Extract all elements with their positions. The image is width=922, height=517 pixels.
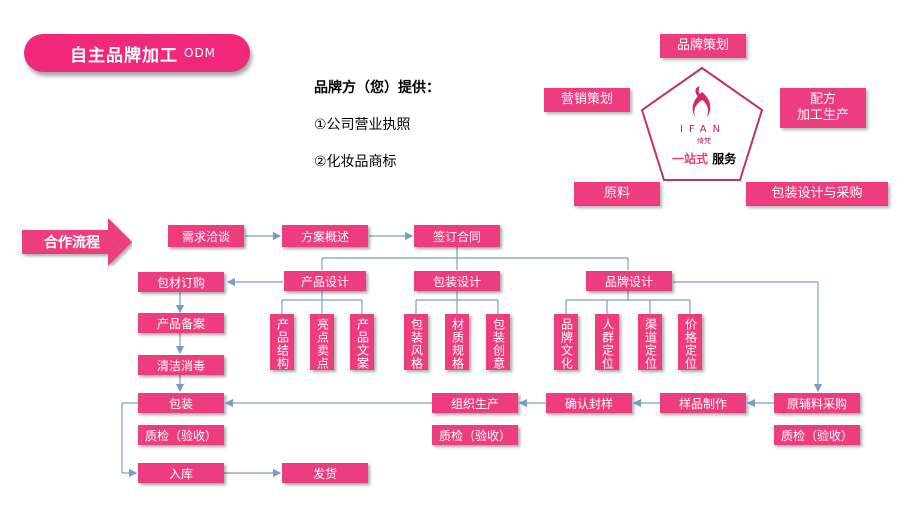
bd-price-label: 价格定位 bbox=[683, 318, 698, 370]
provide-heading: 品牌方（您）提供： bbox=[314, 80, 440, 96]
service-marketing: 营销策划 bbox=[544, 88, 630, 112]
step-package-design: 包装设计 bbox=[414, 271, 500, 291]
service-brand-plan: 品牌策划 bbox=[660, 34, 746, 58]
title-zh: 自主品牌加工 bbox=[70, 45, 178, 66]
pd-highlights-label: 亮点卖点 bbox=[315, 318, 330, 370]
service-formula: 配方 加工生产 bbox=[780, 88, 866, 128]
service-formula-line1: 配方 bbox=[809, 92, 836, 107]
step-material-order: 包材订购 bbox=[138, 272, 224, 292]
step-brand-design: 品牌设计 bbox=[586, 271, 672, 291]
bd-culture: 品牌文化 bbox=[554, 314, 578, 370]
step-filing: 产品备案 bbox=[138, 313, 224, 333]
bd-channel-label: 渠道定位 bbox=[643, 318, 658, 370]
service-materials: 原料 bbox=[574, 182, 660, 206]
step-ship: 发货 bbox=[282, 463, 368, 483]
pk-style: 包装风格 bbox=[404, 314, 428, 370]
step-product-design: 产品设计 bbox=[284, 271, 366, 291]
pk-material: 材质规格 bbox=[445, 314, 469, 370]
one-stop-service: 一站式 服务 bbox=[672, 150, 736, 167]
service-packaging: 包装设计与采购 bbox=[746, 182, 888, 206]
step-contract: 签订合同 bbox=[414, 225, 500, 247]
pd-structure-label: 产品结构 bbox=[275, 318, 290, 370]
flow-arrow-icon bbox=[22, 218, 132, 266]
qc-purchase: 质检（验收） bbox=[774, 425, 860, 445]
pd-highlights: 亮点卖点 bbox=[310, 314, 334, 370]
one-stop-label: 一站式 bbox=[672, 152, 709, 166]
logo-subtext: 绮梵 bbox=[697, 137, 711, 145]
flame-logo-icon bbox=[692, 92, 711, 118]
step-warehouse: 入库 bbox=[138, 463, 224, 483]
pd-copy: 产品文案 bbox=[350, 314, 374, 370]
pd-structure: 产品结构 bbox=[270, 314, 294, 370]
pk-style-label: 包装风格 bbox=[409, 318, 424, 370]
pk-material-label: 材质规格 bbox=[450, 318, 465, 370]
pk-creative-label: 包装创意 bbox=[491, 318, 506, 370]
step-purchase: 原辅料采购 bbox=[774, 393, 860, 413]
pk-creative: 包装创意 bbox=[486, 314, 510, 370]
bd-culture-label: 品牌文化 bbox=[559, 318, 574, 370]
step-pack: 包装 bbox=[138, 393, 224, 413]
step-sterilize: 清洁消毒 bbox=[138, 355, 224, 375]
service-formula-line2: 加工生产 bbox=[796, 108, 849, 123]
qc-pack: 质检（验收） bbox=[138, 425, 224, 445]
step-demand: 需求洽谈 bbox=[168, 225, 244, 247]
step-plan: 方案概述 bbox=[282, 225, 368, 247]
logo-text: IFAN bbox=[680, 124, 727, 135]
step-confirm-sample: 确认封样 bbox=[546, 393, 632, 413]
bd-price: 价格定位 bbox=[678, 314, 702, 370]
flow-label: 合作流程 bbox=[44, 235, 100, 251]
service-label: 服务 bbox=[712, 152, 737, 166]
title-pill: 自主品牌加工 ODM bbox=[24, 34, 250, 72]
bd-channel: 渠道定位 bbox=[638, 314, 662, 370]
title-en: ODM bbox=[184, 46, 217, 60]
step-sample-make: 样品制作 bbox=[660, 393, 746, 413]
qc-organize: 质检（验收） bbox=[432, 425, 518, 445]
service-pentagon bbox=[640, 66, 764, 181]
provide-item-1: ①公司营业执照 bbox=[314, 117, 411, 133]
bd-audience: 人群定位 bbox=[595, 314, 619, 370]
provide-item-2: ②化妆品商标 bbox=[314, 154, 397, 170]
pd-copy-label: 产品文案 bbox=[355, 318, 370, 370]
step-organize: 组织生产 bbox=[432, 393, 518, 413]
bd-audience-label: 人群定位 bbox=[600, 318, 615, 370]
